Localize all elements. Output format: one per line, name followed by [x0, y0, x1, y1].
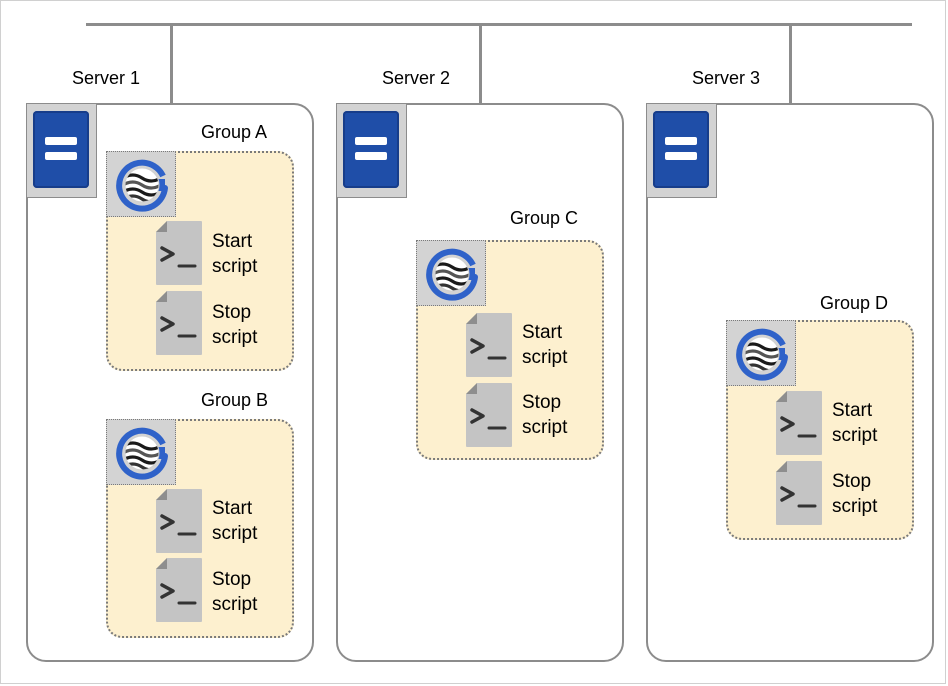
stop-script-label: Stop script [212, 302, 258, 348]
server-label: Server 2 [382, 68, 451, 88]
server-label: Server 3 [692, 68, 761, 88]
server-icon [646, 103, 717, 198]
stop-script-label: Stop script [212, 569, 258, 615]
start-script-label: Start script [832, 400, 878, 446]
server-2-link [479, 23, 482, 105]
start-script-label: Start script [522, 322, 568, 368]
group-label: Group C [510, 208, 579, 228]
server-1-link [170, 23, 173, 105]
start-script-label: Start script [212, 498, 258, 544]
script-icon [465, 382, 513, 448]
script-icon [155, 220, 203, 286]
group-label: Group B [201, 390, 269, 410]
server-icon [26, 103, 97, 198]
network-bus [86, 23, 912, 26]
server-icon [336, 103, 407, 198]
stop-script-label: Stop script [522, 392, 568, 438]
cluster-icon [106, 419, 176, 485]
server-label: Server 1 [72, 68, 141, 88]
cluster-icon [726, 320, 796, 386]
script-icon [155, 488, 203, 554]
cluster-icon [416, 240, 486, 306]
stop-script-label: Stop script [832, 471, 878, 517]
script-icon [155, 557, 203, 623]
group-label: Group D [820, 293, 889, 313]
server-3-link [789, 23, 792, 105]
script-icon [775, 390, 823, 456]
script-icon [775, 460, 823, 526]
script-icon [465, 312, 513, 378]
start-script-label: Start script [212, 231, 258, 277]
script-icon [155, 290, 203, 356]
cluster-icon [106, 151, 176, 217]
group-label: Group A [201, 122, 268, 142]
